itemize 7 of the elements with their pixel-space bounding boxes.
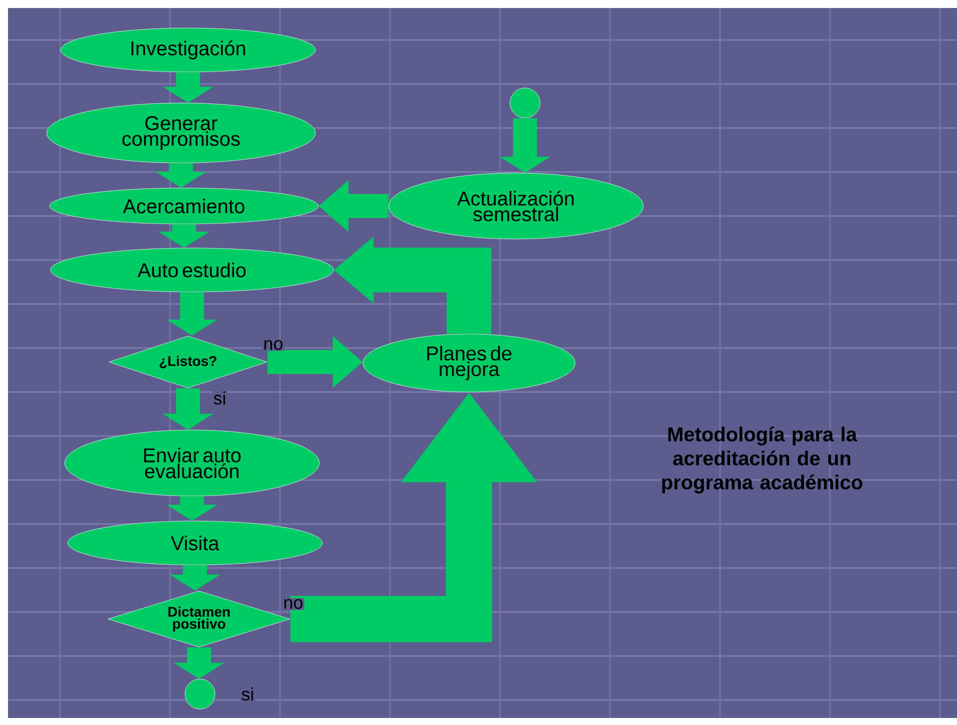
diagram-title: Metodología para la acreditación de un programa académico [662,426,862,494]
edge-label: si [212,390,228,406]
edge-label: si [240,686,256,702]
terminal-circle [510,88,540,118]
terminal-circle [184,678,216,710]
edge-label: no [282,598,304,610]
edge-label: no [262,339,284,351]
